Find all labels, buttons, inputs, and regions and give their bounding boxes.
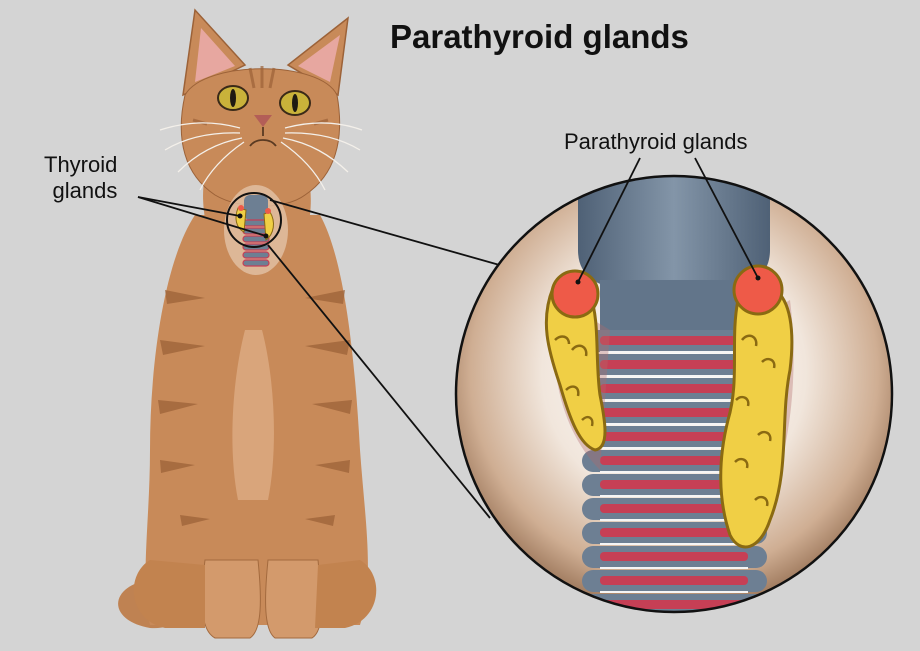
label-thyroid-line1: Thyroid bbox=[44, 152, 118, 177]
leader-lines bbox=[137, 196, 511, 519]
label-thyroid-line2: glands bbox=[52, 178, 118, 203]
parathyroid-gland-right bbox=[732, 264, 784, 316]
zoom-inset bbox=[454, 174, 894, 614]
label-thyroid-glands: Thyroid glands bbox=[44, 152, 117, 204]
trachea-larynx bbox=[578, 176, 770, 290]
zoom-circle-border bbox=[454, 174, 894, 614]
diagram-title: Parathyroid glands bbox=[390, 18, 689, 55]
label-parathyroid-glands: Parathyroid glands bbox=[564, 129, 748, 154]
thyroid-gland-left bbox=[544, 286, 607, 452]
ring-highlights bbox=[600, 351, 748, 593]
small-thyroid-right bbox=[263, 211, 274, 241]
parathyroid-leader-lines bbox=[577, 157, 759, 283]
parathyroid-gland-left bbox=[550, 269, 600, 319]
thyroid-gland-right bbox=[719, 288, 794, 549]
cat-illustration bbox=[118, 8, 377, 639]
zoom-source-circle bbox=[226, 192, 282, 248]
